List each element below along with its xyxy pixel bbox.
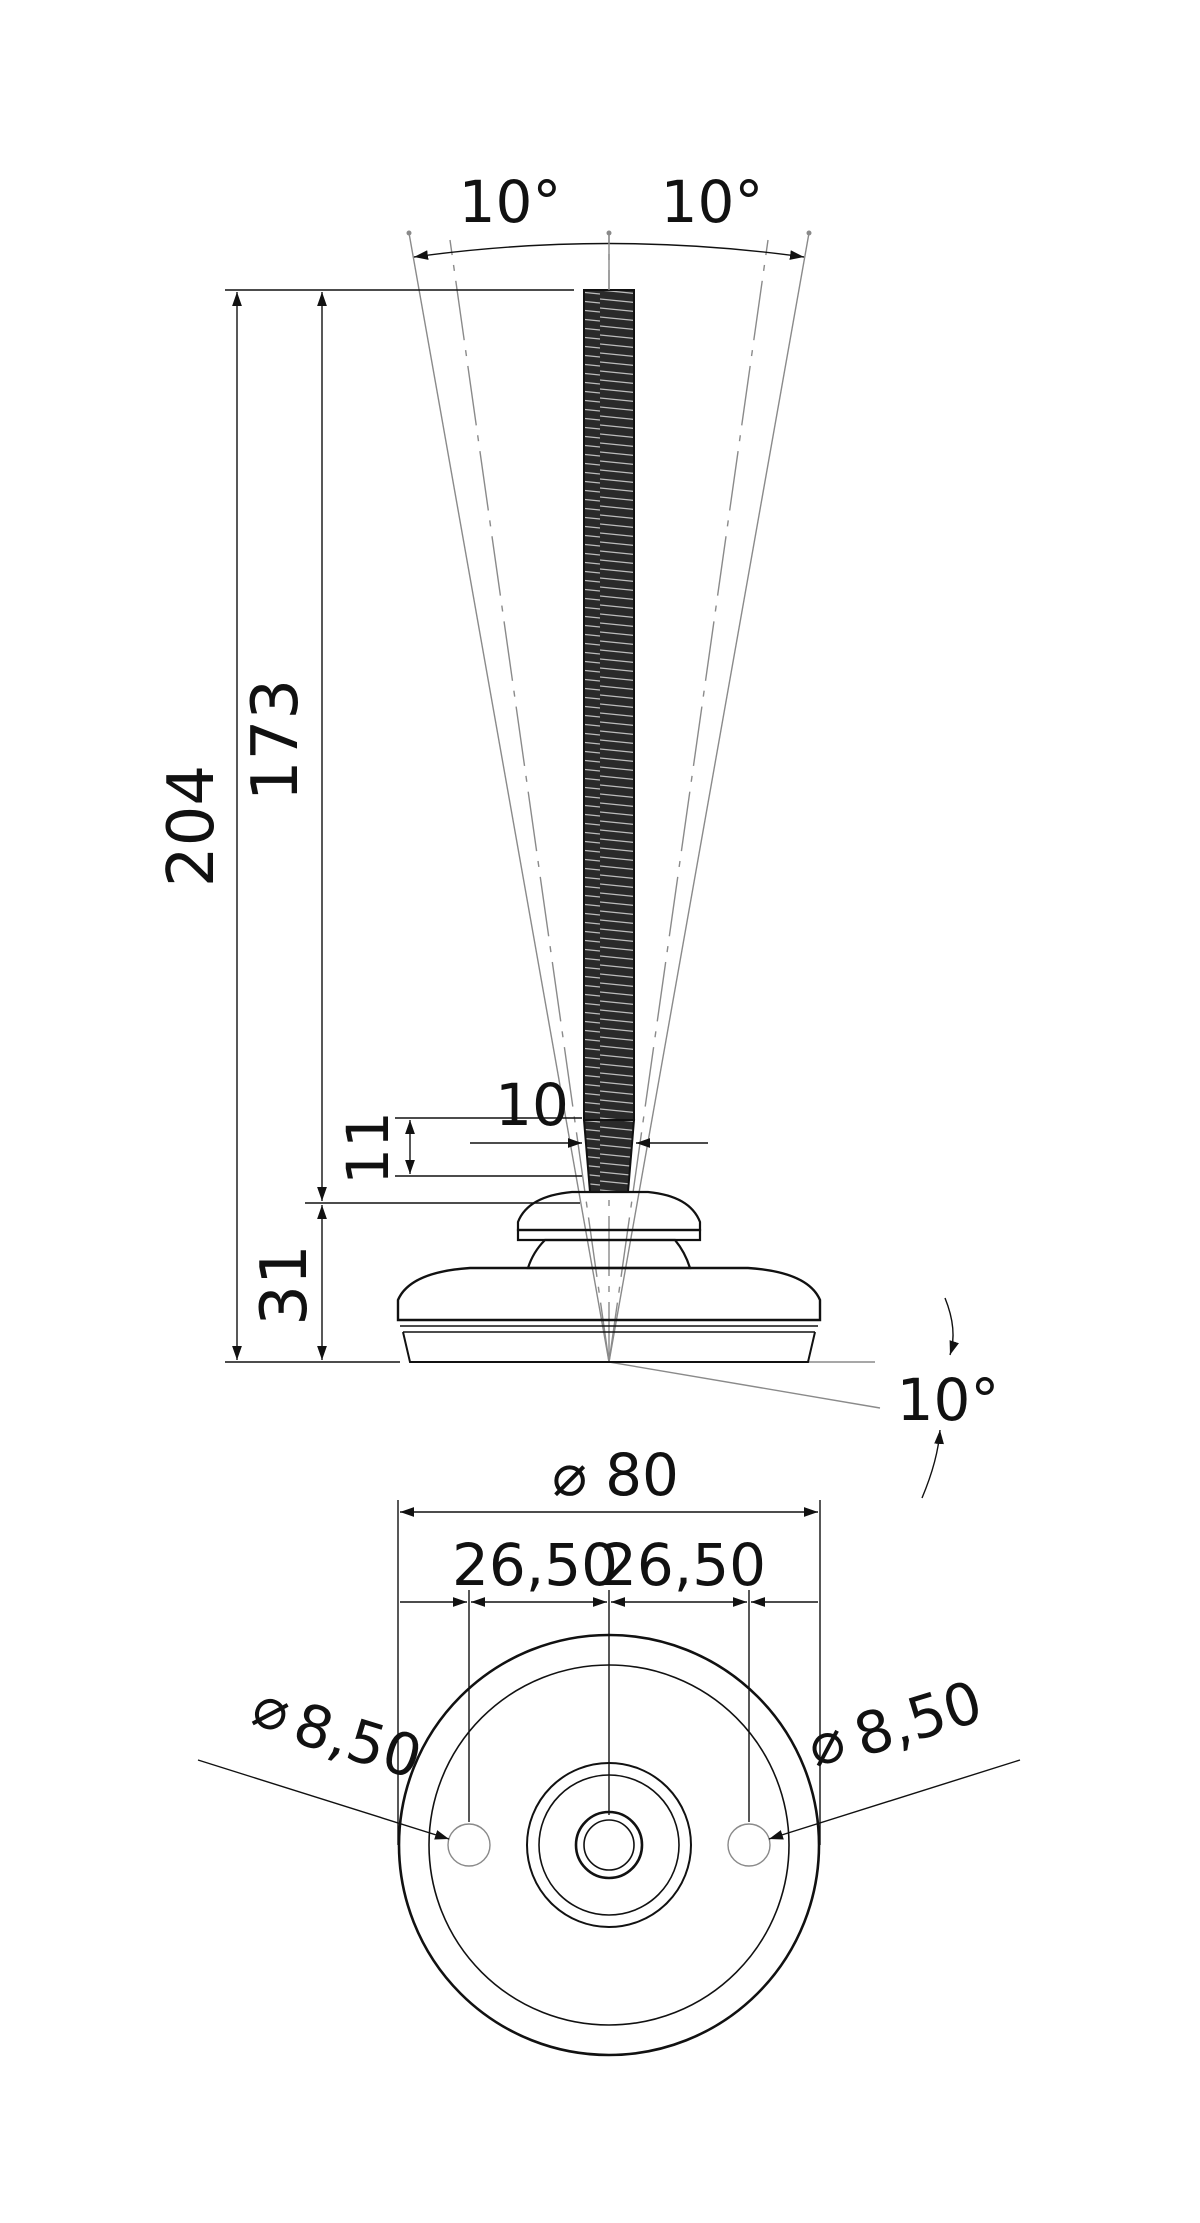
diameter-symbol-left: ⌀ (245, 1671, 298, 1746)
thread-length-label: 173 (239, 679, 313, 801)
base-diameter-label: 80 (605, 1441, 679, 1509)
tilt-construction-lines (408, 232, 881, 1409)
hole-diameter-left-label: 8,50 (286, 1689, 429, 1792)
diameter-symbol: ⌀ (551, 1441, 586, 1509)
side-view: 10° 10° 204 173 31 11 (155, 168, 1000, 1499)
overall-height-label: 204 (155, 765, 229, 887)
leveling-foot-base (396, 1190, 822, 1363)
threaded-stud (582, 289, 636, 1193)
tilt-angle-dimension: 10° 10° (406, 168, 812, 290)
hole-spacing-dimension: 26,50 26,50 (400, 1531, 818, 1607)
tilt-left-label: 10° (459, 168, 562, 236)
hole-spacing-right-label: 26,50 (600, 1531, 766, 1599)
thread-diameter-label: 10 (495, 1071, 569, 1139)
base-height-label: 31 (248, 1244, 322, 1325)
thread-diameter-dimension: 10 (470, 1071, 708, 1148)
mounting-hole-right (727, 1823, 771, 1867)
mounting-hole-left (447, 1823, 491, 1867)
neck-height-label: 11 (334, 1111, 402, 1185)
tilt-right-label: 10° (661, 168, 764, 236)
top-view: ⌀ 80 26,50 26,50 ⌀ 8,50 ⌀ 8,50 (197, 1441, 1021, 2057)
base-tilt-dimension: 10° (897, 1297, 1000, 1499)
base-diameter-dimension: ⌀ 80 (400, 1441, 818, 1517)
base-tilt-label: 10° (897, 1366, 1000, 1434)
hole-spacing-left-label: 26,50 (452, 1531, 618, 1599)
diameter-symbol-right: ⌀ (800, 1705, 853, 1780)
hole-diameter-right-label: 8,50 (846, 1667, 989, 1770)
vertical-dimensions: 204 173 31 11 (155, 289, 582, 1363)
